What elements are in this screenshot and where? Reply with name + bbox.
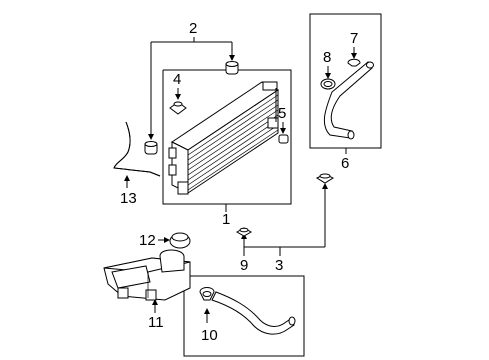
callout-6: 6 bbox=[341, 155, 349, 172]
leader-13 bbox=[124, 175, 130, 188]
overflow-tube bbox=[113, 121, 161, 177]
callout-13: 13 bbox=[120, 190, 137, 207]
leader-3 bbox=[241, 183, 328, 256]
coolant-reservoir bbox=[103, 249, 191, 301]
upper-hose bbox=[323, 61, 374, 140]
leader-10 bbox=[204, 308, 210, 323]
callout-1: 1 bbox=[222, 211, 230, 228]
drain-plug bbox=[278, 134, 289, 144]
leader-7 bbox=[351, 47, 357, 59]
upper-hose-box bbox=[309, 13, 382, 149]
grommet-right bbox=[315, 173, 335, 184]
leader-11 bbox=[152, 299, 158, 313]
radiator-box bbox=[162, 69, 292, 205]
leader-12 bbox=[158, 237, 170, 243]
callout-4: 4 bbox=[173, 71, 181, 88]
hose-clamp-10 bbox=[199, 287, 215, 301]
leader-8 bbox=[325, 66, 331, 79]
lower-hose bbox=[211, 291, 296, 335]
reservoir-cap bbox=[169, 232, 191, 249]
grommet-lower bbox=[144, 141, 158, 155]
callout-12: 12 bbox=[139, 232, 156, 249]
mount-bracket bbox=[169, 101, 187, 115]
callout-9: 9 bbox=[240, 257, 248, 274]
hose-clamp-7 bbox=[347, 58, 361, 67]
callout-5: 5 bbox=[278, 105, 286, 122]
callout-10: 10 bbox=[201, 327, 218, 344]
grommet-bottom bbox=[235, 227, 253, 237]
callout-7: 7 bbox=[350, 30, 358, 47]
callout-11: 11 bbox=[148, 314, 164, 331]
radiator bbox=[168, 81, 279, 195]
leader-2 bbox=[148, 37, 235, 140]
leader-4 bbox=[175, 88, 181, 100]
callout-8: 8 bbox=[323, 49, 331, 66]
hose-clamp-8 bbox=[320, 78, 336, 90]
leader-5 bbox=[280, 122, 286, 134]
grommet-upper bbox=[225, 61, 239, 75]
callout-2: 2 bbox=[189, 20, 197, 37]
callout-3: 3 bbox=[275, 257, 283, 274]
lower-hose-box bbox=[183, 275, 305, 357]
